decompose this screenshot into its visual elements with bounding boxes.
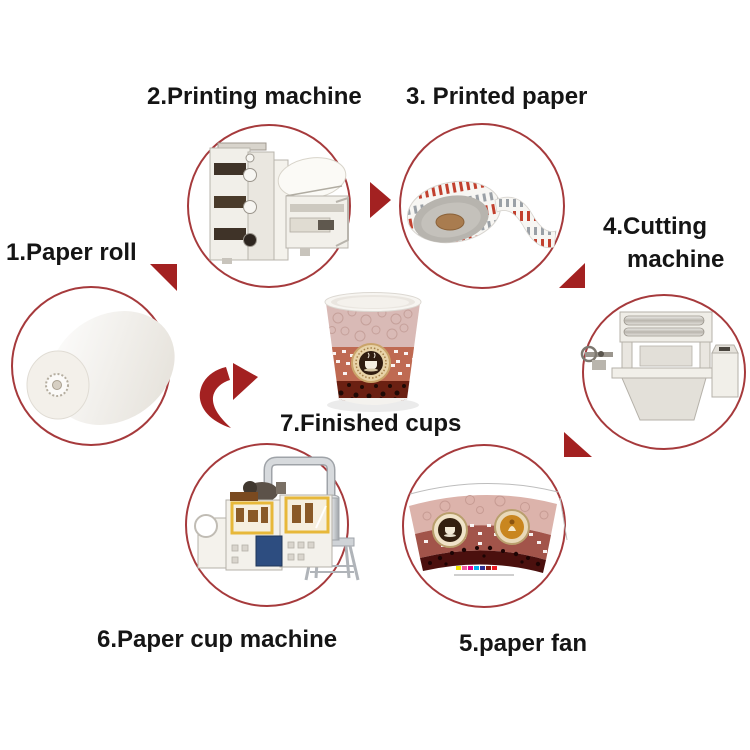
step-4-circle xyxy=(582,294,746,450)
step-3-circle xyxy=(399,123,565,289)
arrow-2-to-3 xyxy=(370,182,391,218)
step-5-label: 5.paper fan xyxy=(459,630,588,657)
color-calibration-bar xyxy=(456,566,497,570)
step-4-label-line1: 4.Cutting xyxy=(603,213,707,240)
step-2-circle xyxy=(187,124,351,288)
step-4-label-line2: machine xyxy=(627,246,725,273)
arrow-4-to-5 xyxy=(564,432,592,457)
step-6-circle xyxy=(185,443,349,607)
step-4-label: 4.Cutting machine xyxy=(603,210,724,276)
step-1-label: 1.Paper roll xyxy=(6,239,137,266)
arrow-3-to-4 xyxy=(559,263,585,288)
flow-arrows xyxy=(150,182,592,457)
paper-cup-machine-illustration xyxy=(194,456,360,581)
cup-logo-badge xyxy=(351,343,391,383)
step-circle-rings xyxy=(11,123,746,608)
step-3-label: 3. Printed paper xyxy=(406,83,588,110)
paper-roll-illustration xyxy=(26,311,175,425)
paper-fan-illustration xyxy=(409,482,568,576)
cutting-machine-illustration xyxy=(580,311,739,421)
step-2-label: 2.Printing machine xyxy=(147,83,362,110)
arrow-1-to-2 xyxy=(150,264,177,291)
printed-paper-illustration xyxy=(406,180,557,249)
arrow-curved-6-to-7 xyxy=(199,363,258,428)
step-6-label: 6.Paper cup machine xyxy=(97,626,338,653)
printing-machine-illustration xyxy=(209,142,349,264)
finished-cup-illustration xyxy=(324,292,422,412)
step-7-label: 7.Finished cups xyxy=(280,410,462,437)
